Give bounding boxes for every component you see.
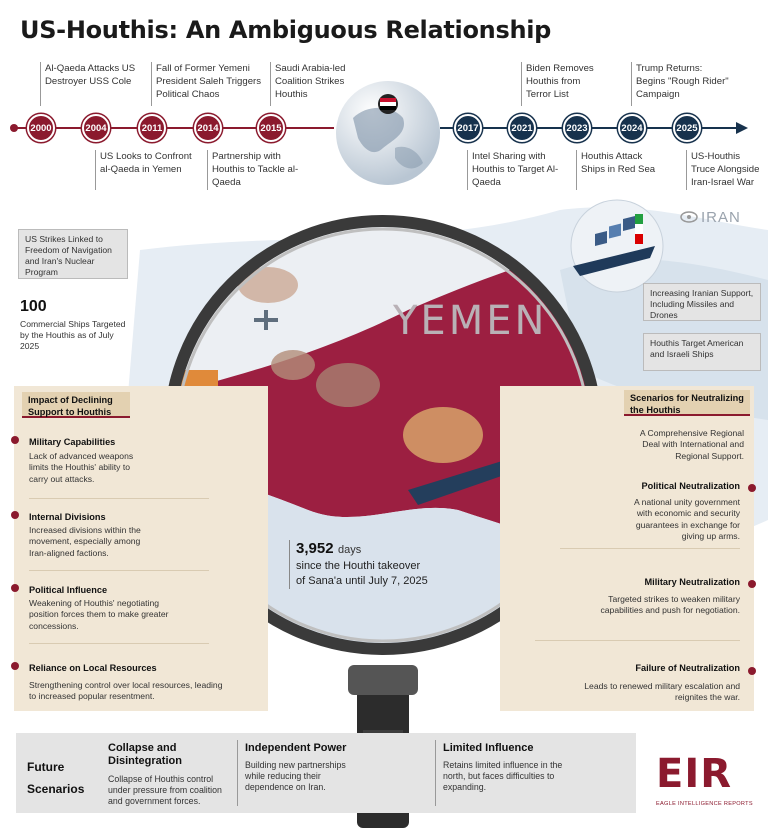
impact-text-1: Lack of advanced weapons limits the Hout… (29, 451, 134, 484)
year-2004: 2004 (82, 114, 110, 142)
scenario-sep-2 (535, 640, 740, 641)
timeline-start-dot (10, 124, 18, 132)
scenario-text-3: Leads to renewed military escalation and… (584, 681, 740, 703)
year-2021: 2021 (508, 114, 536, 142)
scenario-sep-1 (560, 548, 740, 549)
yemen-label: YEMEN (393, 298, 548, 344)
future-label-line-2: Scenarios (27, 782, 85, 796)
event-2000: Al-Qaeda Attacks US Destroyer USS Cole (40, 62, 140, 106)
impact-header: Impact of Declining Support to Houthis (28, 395, 113, 417)
year-2023: 2023 (563, 114, 591, 142)
iran-support-callout: Increasing Iranian Support, Including Mi… (643, 283, 761, 321)
target-ships-callout: Houthis Target American and Israeli Ship… (643, 333, 761, 371)
impact-title-3: Political Influence (29, 585, 108, 595)
timeline-line-past (14, 127, 334, 129)
impact-dot-3 (11, 584, 19, 592)
event-2024: Trump Returns: Begins "Rough Rider" Camp… (631, 62, 731, 106)
timeline-arrow-icon (736, 122, 748, 134)
year-2024: 2024 (618, 114, 646, 142)
future-sep-1 (237, 740, 238, 806)
future-title-3: Limited Influence (443, 742, 534, 754)
impact-dot-1 (11, 436, 19, 444)
scenario-title-2: Military Neutralization (644, 577, 740, 587)
scenario-text-1: A national unity government with economi… (633, 497, 740, 542)
us-strikes-callout: US Strikes Linked to Freedom of Navigati… (18, 229, 128, 279)
impact-dot-4 (11, 662, 19, 670)
impact-dot-2 (11, 511, 19, 519)
ships-text: Commercial Ships Targeted by the Houthis… (20, 319, 126, 351)
iran-marker: IRAN (679, 207, 759, 227)
future-scenarios-bar (16, 733, 636, 813)
impact-title-4: Reliance on Local Resources (29, 663, 157, 673)
days-line-2: of Sana'a until July 7, 2025 (296, 575, 428, 587)
scenarios-header-box: Scenarios for Neutralizing the Houthis (624, 390, 750, 416)
year-2000: 2000 (27, 114, 55, 142)
impact-text-4: Strengthening control over local resourc… (29, 680, 223, 702)
year-2017: 2017 (454, 114, 482, 142)
event-2021: Biden Removes Houthis from Terror List (521, 62, 606, 106)
event-2025: US-Houthis Truce Alongside Iran-Israel W… (686, 150, 766, 190)
ships-count: 100 (20, 298, 47, 315)
scenarios-header: Scenarios for Neutralizing the Houthis (630, 393, 744, 415)
future-text-3: Retains limited influence in the north, … (443, 760, 563, 792)
future-label-line-1: Future (27, 760, 65, 774)
days-counter: 3,952 days since the Houthi takeover of … (289, 540, 469, 589)
future-sep-2 (435, 740, 436, 806)
days-line-1: since the Houthi takeover (296, 560, 421, 572)
future-text-2: Building new partnerships while reducing… (245, 760, 346, 792)
year-2015: 2015 (257, 114, 285, 142)
scenario-title-3: Failure of Neutralization (635, 663, 740, 673)
page-title: US-Houthis: An Ambiguous Relationship (20, 16, 552, 44)
scenario-title-1: Political Neutralization (641, 481, 740, 491)
days-unit: days (338, 544, 362, 556)
impact-text-3: Weakening of Houthis' negotiating positi… (29, 598, 169, 631)
logo-mark: EIR (656, 751, 733, 797)
event-2014: Partnership with Houthis to Tackle al-Qa… (207, 150, 307, 190)
logo-caption: EAGLE INTELLIGENCE REPORTS (656, 801, 753, 807)
scenario-dot-1 (748, 484, 756, 492)
location-pin-icon (680, 211, 698, 223)
event-2011: Fall of Former Yemeni President Saleh Tr… (151, 62, 266, 106)
impact-sep-2 (29, 570, 209, 571)
future-label: Future Scenarios (27, 756, 84, 800)
future-title-2: Independent Power (245, 742, 347, 754)
future-title-1: Collapse and Disintegration (108, 742, 182, 767)
year-2014: 2014 (194, 114, 222, 142)
eir-logo: EIR EAGLE INTELLIGENCE REPORTS (656, 752, 756, 814)
year-2011: 2011 (138, 114, 166, 142)
scenarios-intro: A Comprehensive Regional Deal with Inter… (639, 428, 744, 461)
event-2015: Saudi Arabia-led Coalition Strikes Houth… (270, 62, 360, 106)
impact-panel (14, 386, 268, 711)
impact-sep-3 (29, 643, 209, 644)
future-text-1: Collapse of Houthis control under pressu… (108, 774, 222, 806)
scenario-text-2: Targeted strikes to weaken military capa… (600, 594, 740, 616)
days-number: 3,952 (296, 540, 334, 557)
event-2017: Intel Sharing with Houthis to Target Al-… (467, 150, 562, 190)
year-2025: 2025 (673, 114, 701, 142)
iran-label: IRAN (701, 208, 741, 226)
globe-icon (336, 81, 440, 185)
impact-header-box: Impact of Declining Support to Houthis (22, 392, 130, 418)
iranian-ship-illustration (570, 199, 664, 293)
impact-text-2: Increased divisions within the movement,… (29, 525, 141, 558)
impact-sep-1 (29, 498, 209, 499)
event-2023: Houthis Attack Ships in Red Sea (576, 150, 661, 190)
impact-title-2: Internal Divisions (29, 512, 106, 522)
scenario-dot-2 (748, 580, 756, 588)
impact-title-1: Military Capabilities (29, 437, 116, 447)
event-2004: US Looks to Confront al-Qaeda in Yemen (95, 150, 195, 190)
scenario-dot-3 (748, 667, 756, 675)
